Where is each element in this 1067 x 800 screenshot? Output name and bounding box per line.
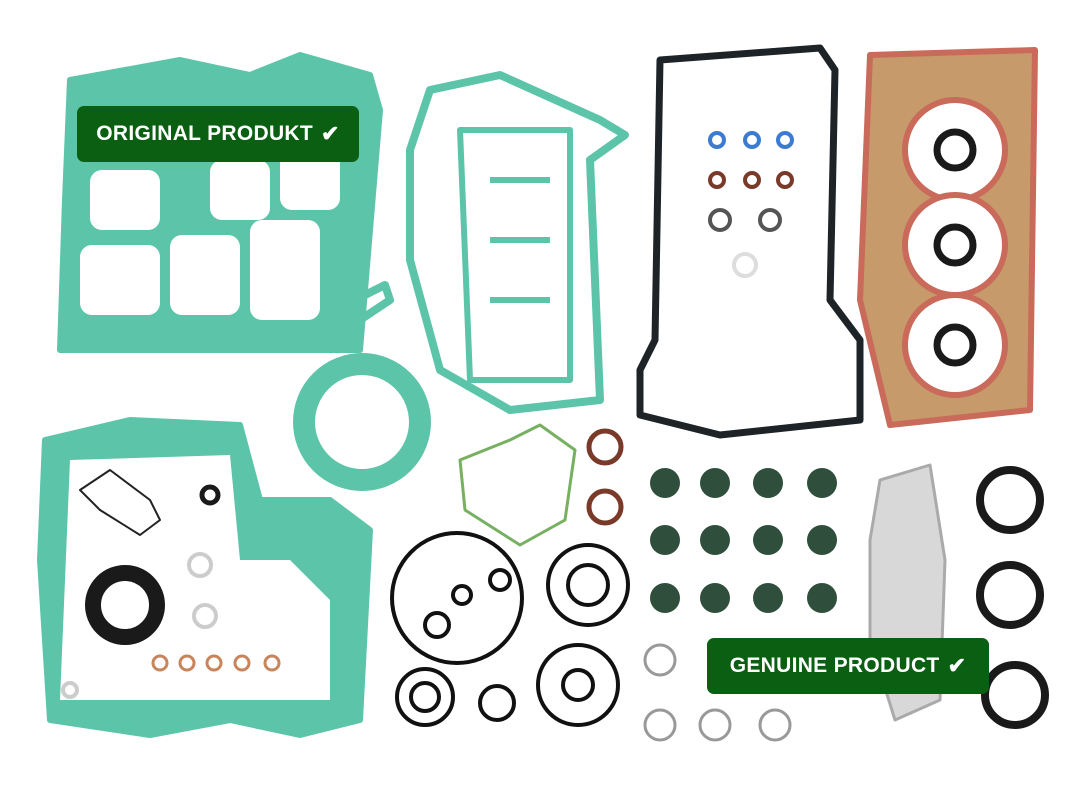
genuine-product-badge: GENUINE PRODUCT ✔ [707,638,989,694]
large-o-ring [390,531,524,665]
valve-cover-gasket [636,44,864,439]
badge-label: ORIGINAL PRODUKT [96,122,313,145]
original-product-badge: ORIGINAL PRODUKT ✔ [77,106,359,162]
round-gasket [293,353,431,491]
valve-stem-seals [650,468,837,613]
badge-label: GENUINE PRODUCT [729,654,940,677]
checkmark-icon: ✔ [947,653,967,678]
checkmark-icon: ✔ [321,121,340,146]
cover-gasket [406,71,629,414]
